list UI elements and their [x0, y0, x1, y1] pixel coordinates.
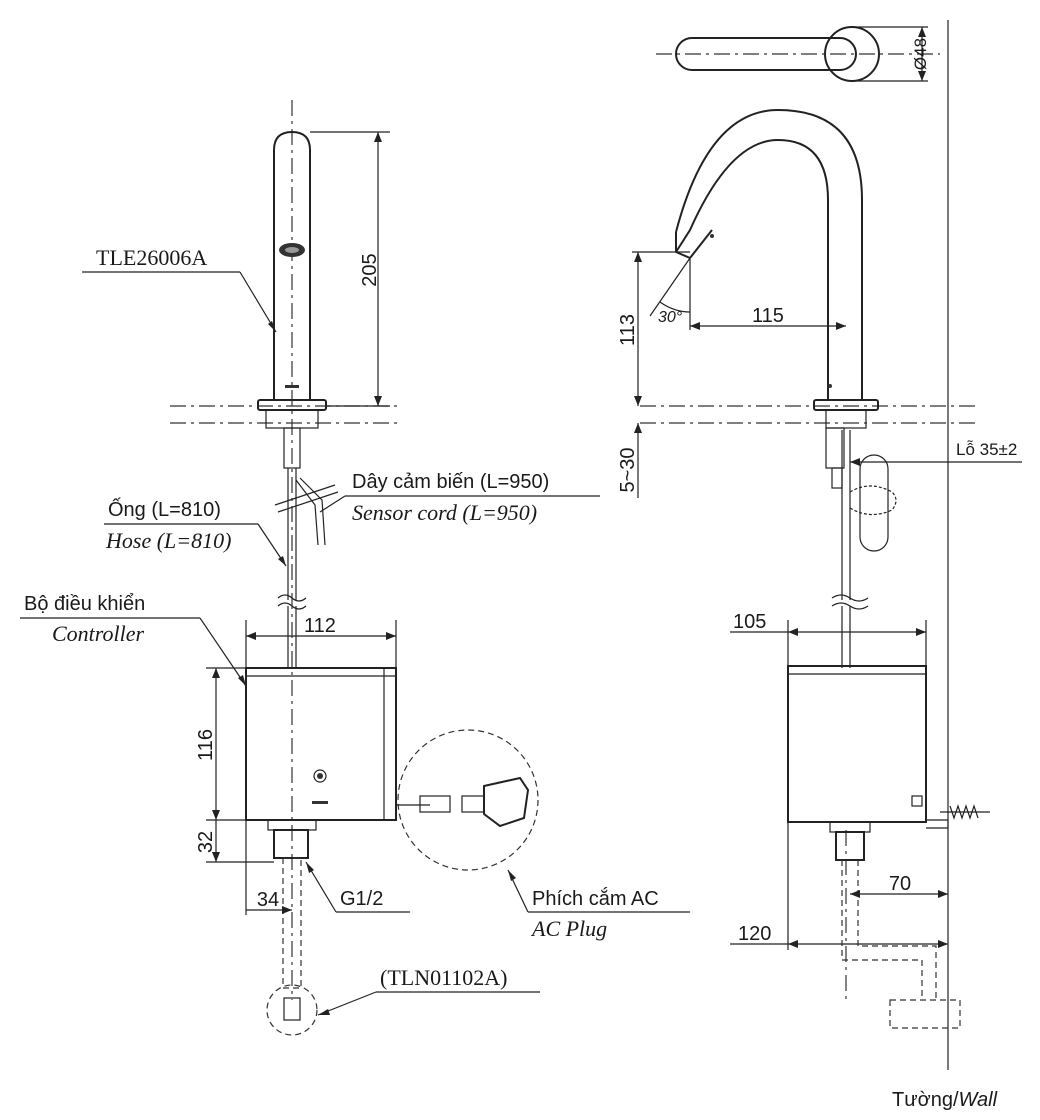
hole-label: Lỗ 35±2 [956, 440, 1017, 459]
thread-label: G1/2 [340, 888, 383, 910]
dim-spout-drop: 113 [617, 314, 639, 346]
ac-plug-label-vi: Phích cắm AC [532, 887, 659, 910]
controller-box-front [245, 667, 397, 821]
hose-clip [859, 454, 889, 552]
indicator-light-icon [313, 769, 327, 783]
ac-plug-icon [483, 776, 530, 828]
dim-controller-width: 112 [304, 615, 336, 637]
shank [283, 427, 301, 469]
dim-fitting-offset: 34 [257, 889, 279, 911]
faucet-spout-front [273, 130, 311, 400]
valve-detail-circle [266, 984, 318, 1036]
drain-pipe-side [841, 860, 923, 1000]
wall-label: Tường/Wall [892, 1089, 998, 1111]
brand-mark-icon [285, 385, 299, 388]
spout-top-view [675, 37, 857, 71]
ac-plug-label-en: AC Plug [530, 916, 607, 941]
dim-wall-offset-70: 70 [889, 873, 911, 895]
sensor-cord-label-vi: Dây cảm biến (L=950) [352, 471, 549, 493]
hose-label-vi: Ống (L=810) [108, 497, 221, 521]
controller-label-en: Controller [52, 621, 145, 646]
dim-deck-range: 5~30 [617, 447, 639, 492]
sensor-cord [295, 479, 319, 546]
chain-icon [849, 485, 897, 516]
controller-label-vi: Bộ điều khiển [24, 593, 145, 615]
dim-angle: 30° [658, 309, 683, 326]
dim-spout-reach: 115 [752, 305, 784, 327]
front-view: 205 112 116 32 34 TLE26006A Dây cảm biến… [20, 100, 690, 1036]
dim-controller-height: 116 [195, 729, 217, 761]
valve-side [889, 999, 961, 1029]
wall-bracket [926, 819, 949, 829]
dim-wall-offset-120: 120 [738, 923, 771, 945]
model-label: TLE26006A [96, 245, 207, 270]
ac-plug-detail-circle [397, 729, 539, 871]
hose-label-en: Hose (L=810) [105, 528, 231, 553]
break-mark [277, 594, 307, 602]
dim-controller-width-side: 105 [733, 611, 766, 633]
faucet-spout-side [675, 138, 829, 400]
outlet-pipe [282, 857, 302, 989]
part-code-label: (TLN01102A) [380, 965, 508, 990]
side-view: Ø48 113 30° [617, 20, 1022, 1111]
dim-spout-height: 205 [359, 253, 381, 286]
dim-bottom-fitting: 32 [195, 831, 217, 853]
controller-box-side [787, 665, 927, 823]
sensor-cord-label-en: Sensor cord (L=950) [352, 500, 537, 525]
dim-diameter: Ø48 [911, 38, 930, 70]
